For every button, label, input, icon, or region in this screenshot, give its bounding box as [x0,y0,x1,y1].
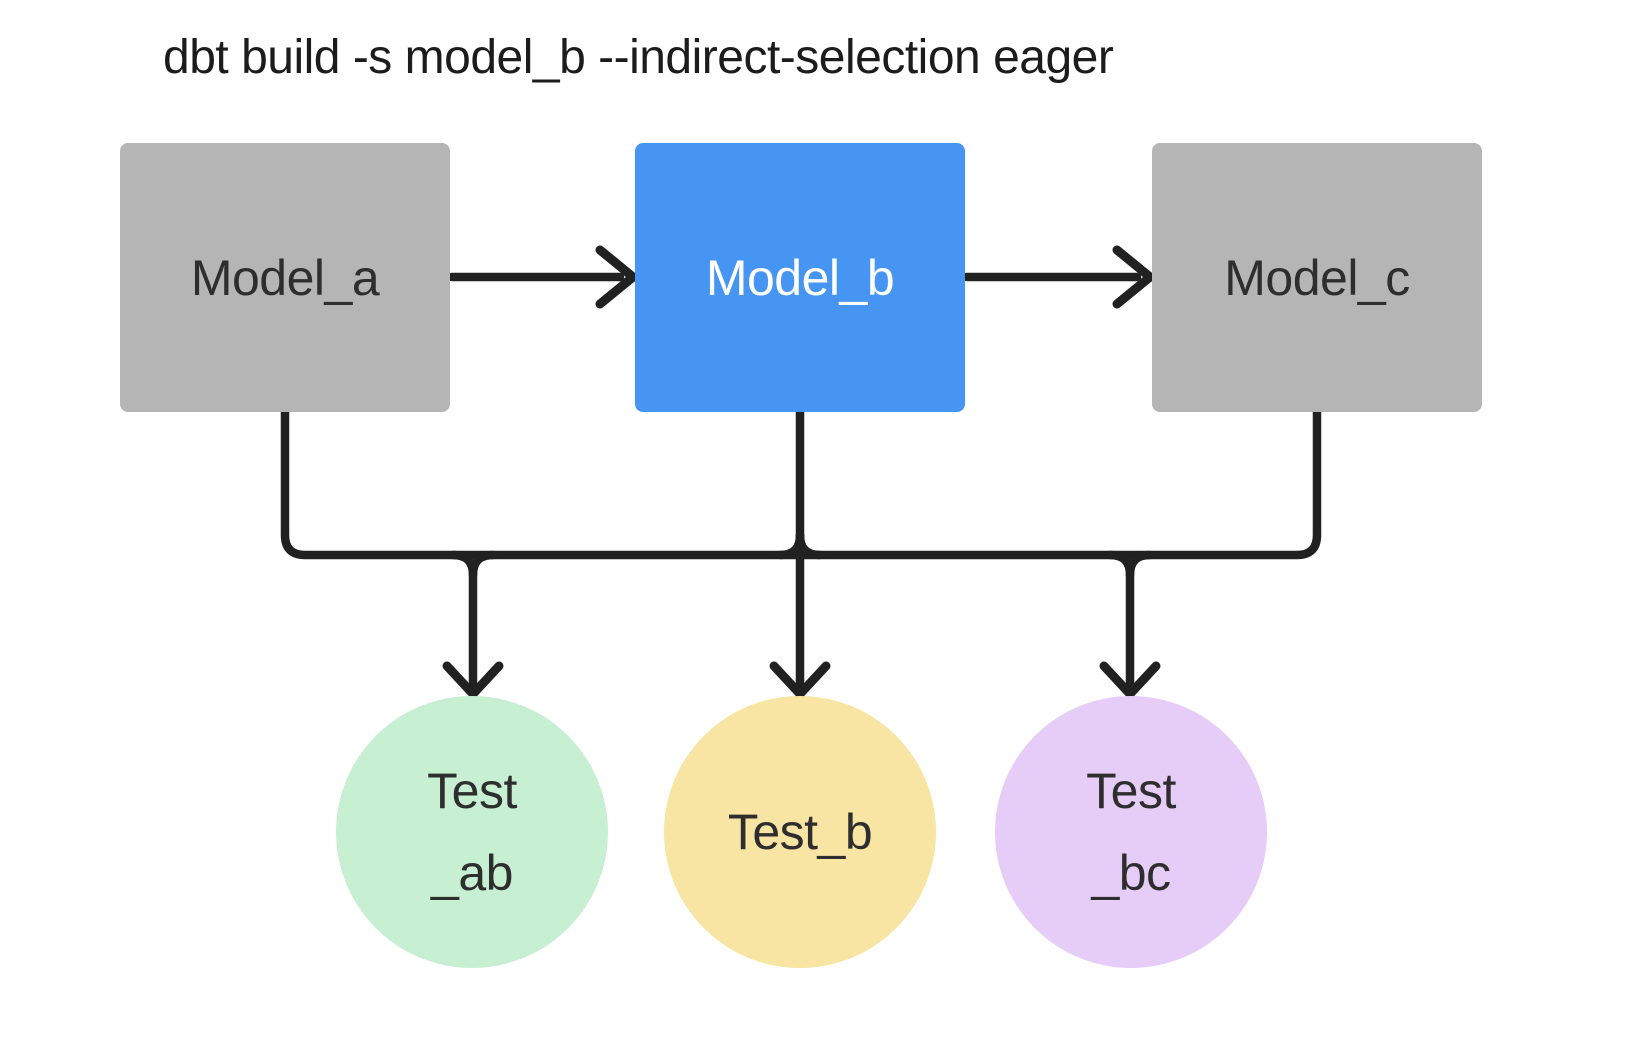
edge-model-b-model-c-arrowhead [1112,245,1155,309]
edge-model-b-fillet-left [775,530,805,560]
test-bc-label-line2: _bc [1091,845,1171,901]
test-b-node: Test_b [664,696,936,968]
edge-model-a-model-b-arrowhead [595,245,638,309]
model-b-label: Model_b [705,249,895,306]
edge-test-bc-branch-fillet [1125,550,1155,580]
test-ab-node: Test _ab [336,696,608,968]
test-ab-label-line1: Test [427,763,517,819]
command-title: dbt build -s model_b --indirect-selectio… [163,31,1114,84]
test-bc-label-line1: Test [1086,763,1176,819]
edge-test-ab-branch-fillet [468,550,498,580]
model-a-node: Model_a [120,143,450,412]
test-b-label-line1: Test_b [727,804,873,860]
test-bc-node: Test _bc [995,696,1267,968]
edge-test-b-arrowhead [769,661,831,699]
model-b-node: Model_b [635,143,965,412]
model-c-label: Model_c [1224,249,1410,306]
model-a-label: Model_a [190,249,380,306]
edge-model-b-fillet-right [795,530,825,560]
edge-test-bc-branch [1105,550,1135,696]
model-c-node: Model_c [1152,143,1482,412]
edge-test-ab-branch [448,550,478,696]
edge-trunk-bus [280,407,1322,560]
edge-test-ab-arrowhead [442,661,504,699]
test-ab-label-line2: _ab [431,845,513,901]
edge-test-bc-arrowhead [1099,661,1161,699]
